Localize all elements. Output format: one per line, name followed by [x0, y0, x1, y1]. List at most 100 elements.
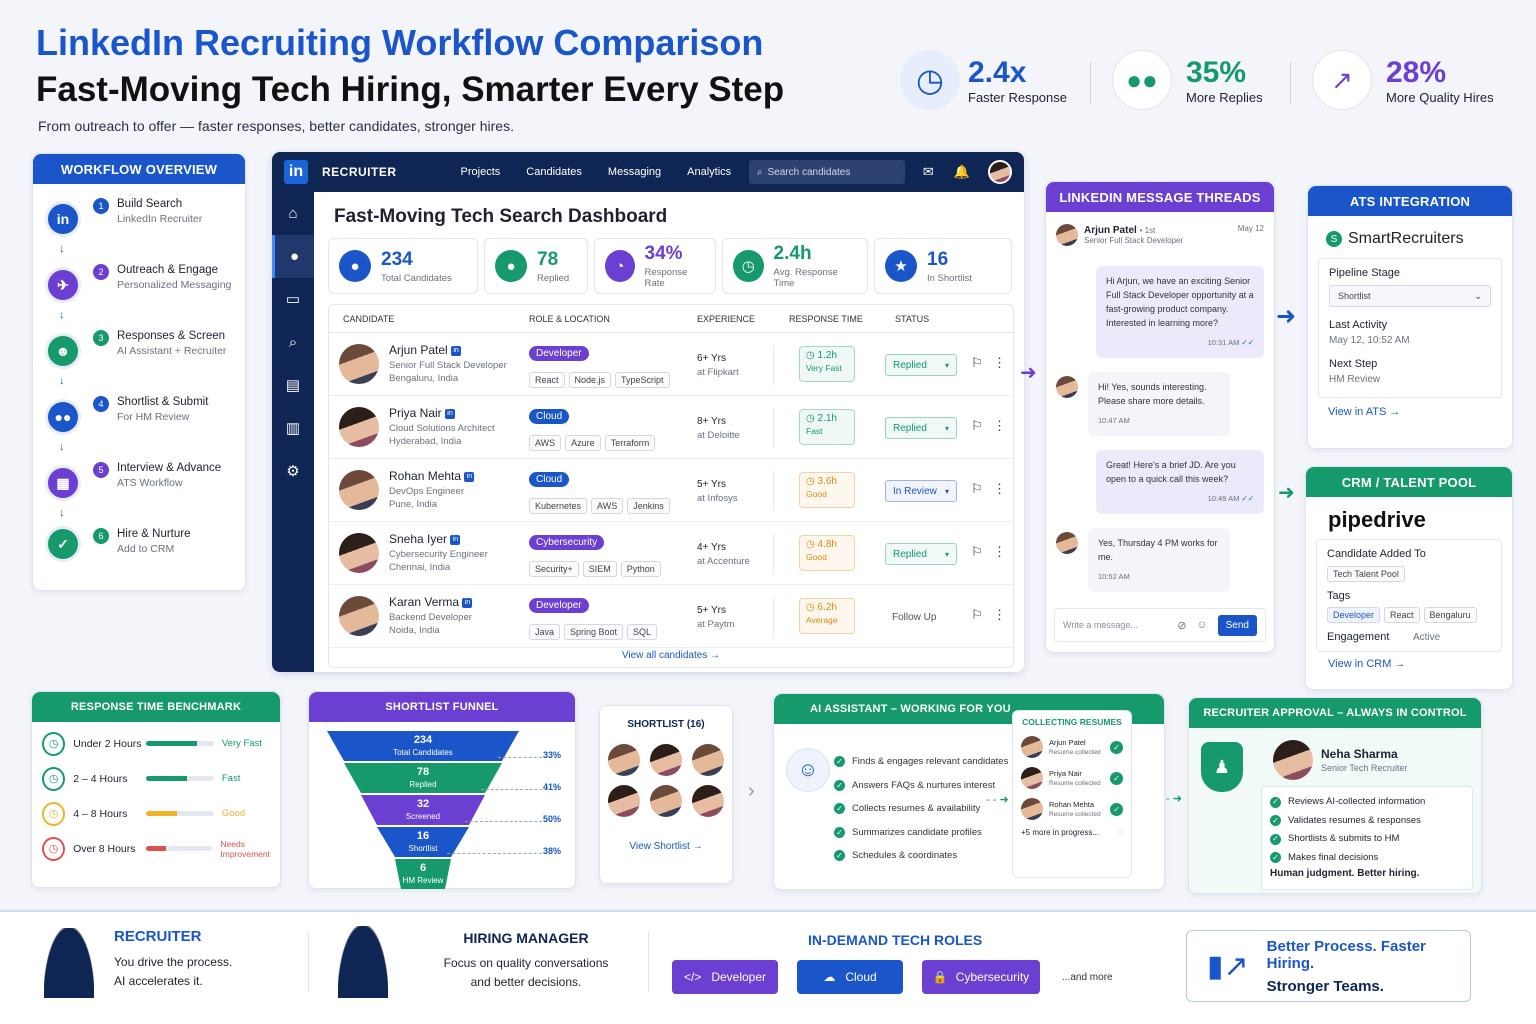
nav-projects[interactable]: Projects [460, 166, 501, 178]
bookmark-icon[interactable]: ⚐ [971, 544, 983, 559]
send-icon: ✈ [45, 267, 81, 303]
kpi-card: ◔ 34%Response Rate [594, 238, 716, 294]
people-icon[interactable]: ● [272, 235, 314, 278]
crm-talent-pool-panel: CRM / TALENT POOL pipedrive Candidate Ad… [1305, 466, 1513, 690]
table-row[interactable]: Priya Nair in Cloud Solutions Architect … [329, 396, 1013, 459]
shortlist-avatar[interactable] [692, 785, 724, 817]
arrow-down-icon: ↓ [59, 375, 65, 387]
bar-chart-icon[interactable]: ▥ [285, 420, 301, 437]
bookmark-icon[interactable]: ⚐ [971, 355, 983, 370]
table-row[interactable]: Karan Verma in Backend Developer Noida, … [329, 585, 1013, 648]
check-icon: ✓ [1270, 852, 1281, 864]
recruiter-approval-panel: RECRUITER APPROVAL – ALWAYS IN CONTROL ♟… [1188, 697, 1482, 894]
more-options-icon[interactable]: ⋮ [993, 544, 1006, 559]
shortlist-avatar[interactable] [608, 744, 640, 776]
shortlist-avatar[interactable] [650, 785, 682, 817]
more-options-icon[interactable]: ⋮ [993, 481, 1006, 496]
docs-icon[interactable]: ▤ [285, 377, 301, 394]
table-row[interactable]: Sneha Iyer in Cybersecurity Engineer Che… [329, 522, 1013, 585]
ai-task: ✓Collects resumes & availability [834, 797, 1008, 821]
skill-tag: Jenkins [627, 498, 670, 514]
shortlist-avatar[interactable] [608, 785, 640, 817]
bookmark-icon[interactable]: ⚐ [971, 481, 983, 496]
check-icon: ✓ [1270, 796, 1281, 808]
response-time-badge: ◷ 1.2h Very Fast [799, 346, 855, 382]
shortlist-avatar[interactable] [650, 744, 682, 776]
message-composer[interactable]: Write a message... ⊘ ☺ Send [1054, 608, 1266, 642]
view-in-ats-link[interactable]: View in ATS → [1328, 406, 1401, 418]
status-dropdown[interactable]: Follow Up [892, 611, 937, 623]
more-options-icon[interactable]: ⋮ [993, 607, 1006, 622]
timer-icon: ◷ [42, 766, 66, 791]
search-nav-icon[interactable]: ⌕ [288, 334, 298, 351]
skill-tag: Java [529, 624, 561, 640]
home-icon[interactable]: ⌂ [288, 205, 298, 222]
bell-icon[interactable]: 🔔 [953, 164, 970, 179]
status-dropdown[interactable]: Replied▾ [885, 543, 957, 565]
search-box[interactable]: ⌕Search candidates [748, 160, 905, 184]
attach-icon[interactable]: ⊘ [1177, 619, 1187, 632]
check-icon: ✓ [1110, 771, 1123, 785]
step-number-badge: 5 [93, 462, 109, 478]
bookmark-icon[interactable]: ⚐ [971, 418, 983, 433]
clock-icon: ◷ [806, 539, 815, 550]
nav-candidates[interactable]: Candidates [526, 166, 582, 178]
hiring-manager-silhouette-icon [338, 926, 388, 998]
skill-tag: TypeScript [615, 372, 670, 388]
role-cybersecurity-button[interactable]: 🔒Cybersecurity [922, 960, 1040, 994]
nav-messaging[interactable]: Messaging [607, 166, 662, 178]
page-tagline: From outreach to offer — faster response… [38, 118, 514, 134]
skill-tag: Security+ [529, 561, 579, 577]
pipeline-stage-select[interactable]: Shortlist⌄ [1329, 285, 1491, 307]
linkedin-logo[interactable]: in [284, 160, 308, 184]
skill-tag: Spring Boot [564, 624, 624, 640]
role-cloud-button[interactable]: ☁Cloud [797, 960, 903, 994]
shield-user-icon: ♟ [1201, 742, 1243, 792]
users-icon: ●● [45, 399, 81, 435]
check-icon: ✓ [1110, 802, 1123, 816]
gear-icon[interactable]: ⚙ [286, 463, 300, 480]
more-options-icon[interactable]: ⋮ [993, 355, 1006, 370]
user-avatar[interactable] [988, 160, 1012, 184]
view-all-candidates-link[interactable]: View all candidates → [621, 650, 721, 661]
status-dropdown[interactable]: Replied▾ [885, 354, 957, 376]
bookmark-icon[interactable]: ⚐ [971, 607, 983, 622]
view-in-crm-link[interactable]: View in CRM → [1328, 658, 1406, 670]
growth-chart-icon: ↗ [1312, 50, 1372, 110]
ai-task: ✓Summarizes candidate profiles [834, 821, 1008, 845]
table-row[interactable]: Arjun Patel in Senior Full Stack Develop… [329, 333, 1013, 396]
check-icon: ✓ [1110, 740, 1123, 754]
message-input[interactable]: Write a message... [1063, 620, 1138, 630]
linkedin-badge-icon: in [464, 471, 475, 482]
footer: RECRUITER You drive the process. AI acce… [0, 910, 1536, 1024]
more-options-icon[interactable]: ⋮ [993, 418, 1006, 433]
status-dropdown[interactable]: Replied▾ [885, 417, 957, 439]
nav-analytics[interactable]: Analytics [687, 166, 732, 178]
funnel-conversion [447, 853, 557, 854]
reply-icon: ● [495, 250, 527, 282]
send-button[interactable]: Send [1217, 614, 1257, 636]
emoji-icon[interactable]: ☺ [1196, 619, 1208, 631]
chat-icon[interactable]: ▭ [285, 291, 301, 308]
role-developer-button[interactable]: </>Developer [672, 960, 778, 994]
view-shortlist-link[interactable]: View Shortlist → [629, 841, 703, 852]
shortlist-avatar[interactable] [692, 744, 724, 776]
table-row[interactable]: Rohan Mehta in DevOps Engineer Pune, Ind… [329, 459, 1013, 522]
skill-tag: Node.js [568, 372, 612, 388]
response-time-badge: ◷ 6.2h Average [799, 598, 855, 634]
approval-item: ✓Validates resumes & responses [1270, 812, 1464, 831]
status-dropdown[interactable]: In Review▾ [885, 480, 957, 502]
mail-icon[interactable]: ✉ [922, 164, 934, 179]
